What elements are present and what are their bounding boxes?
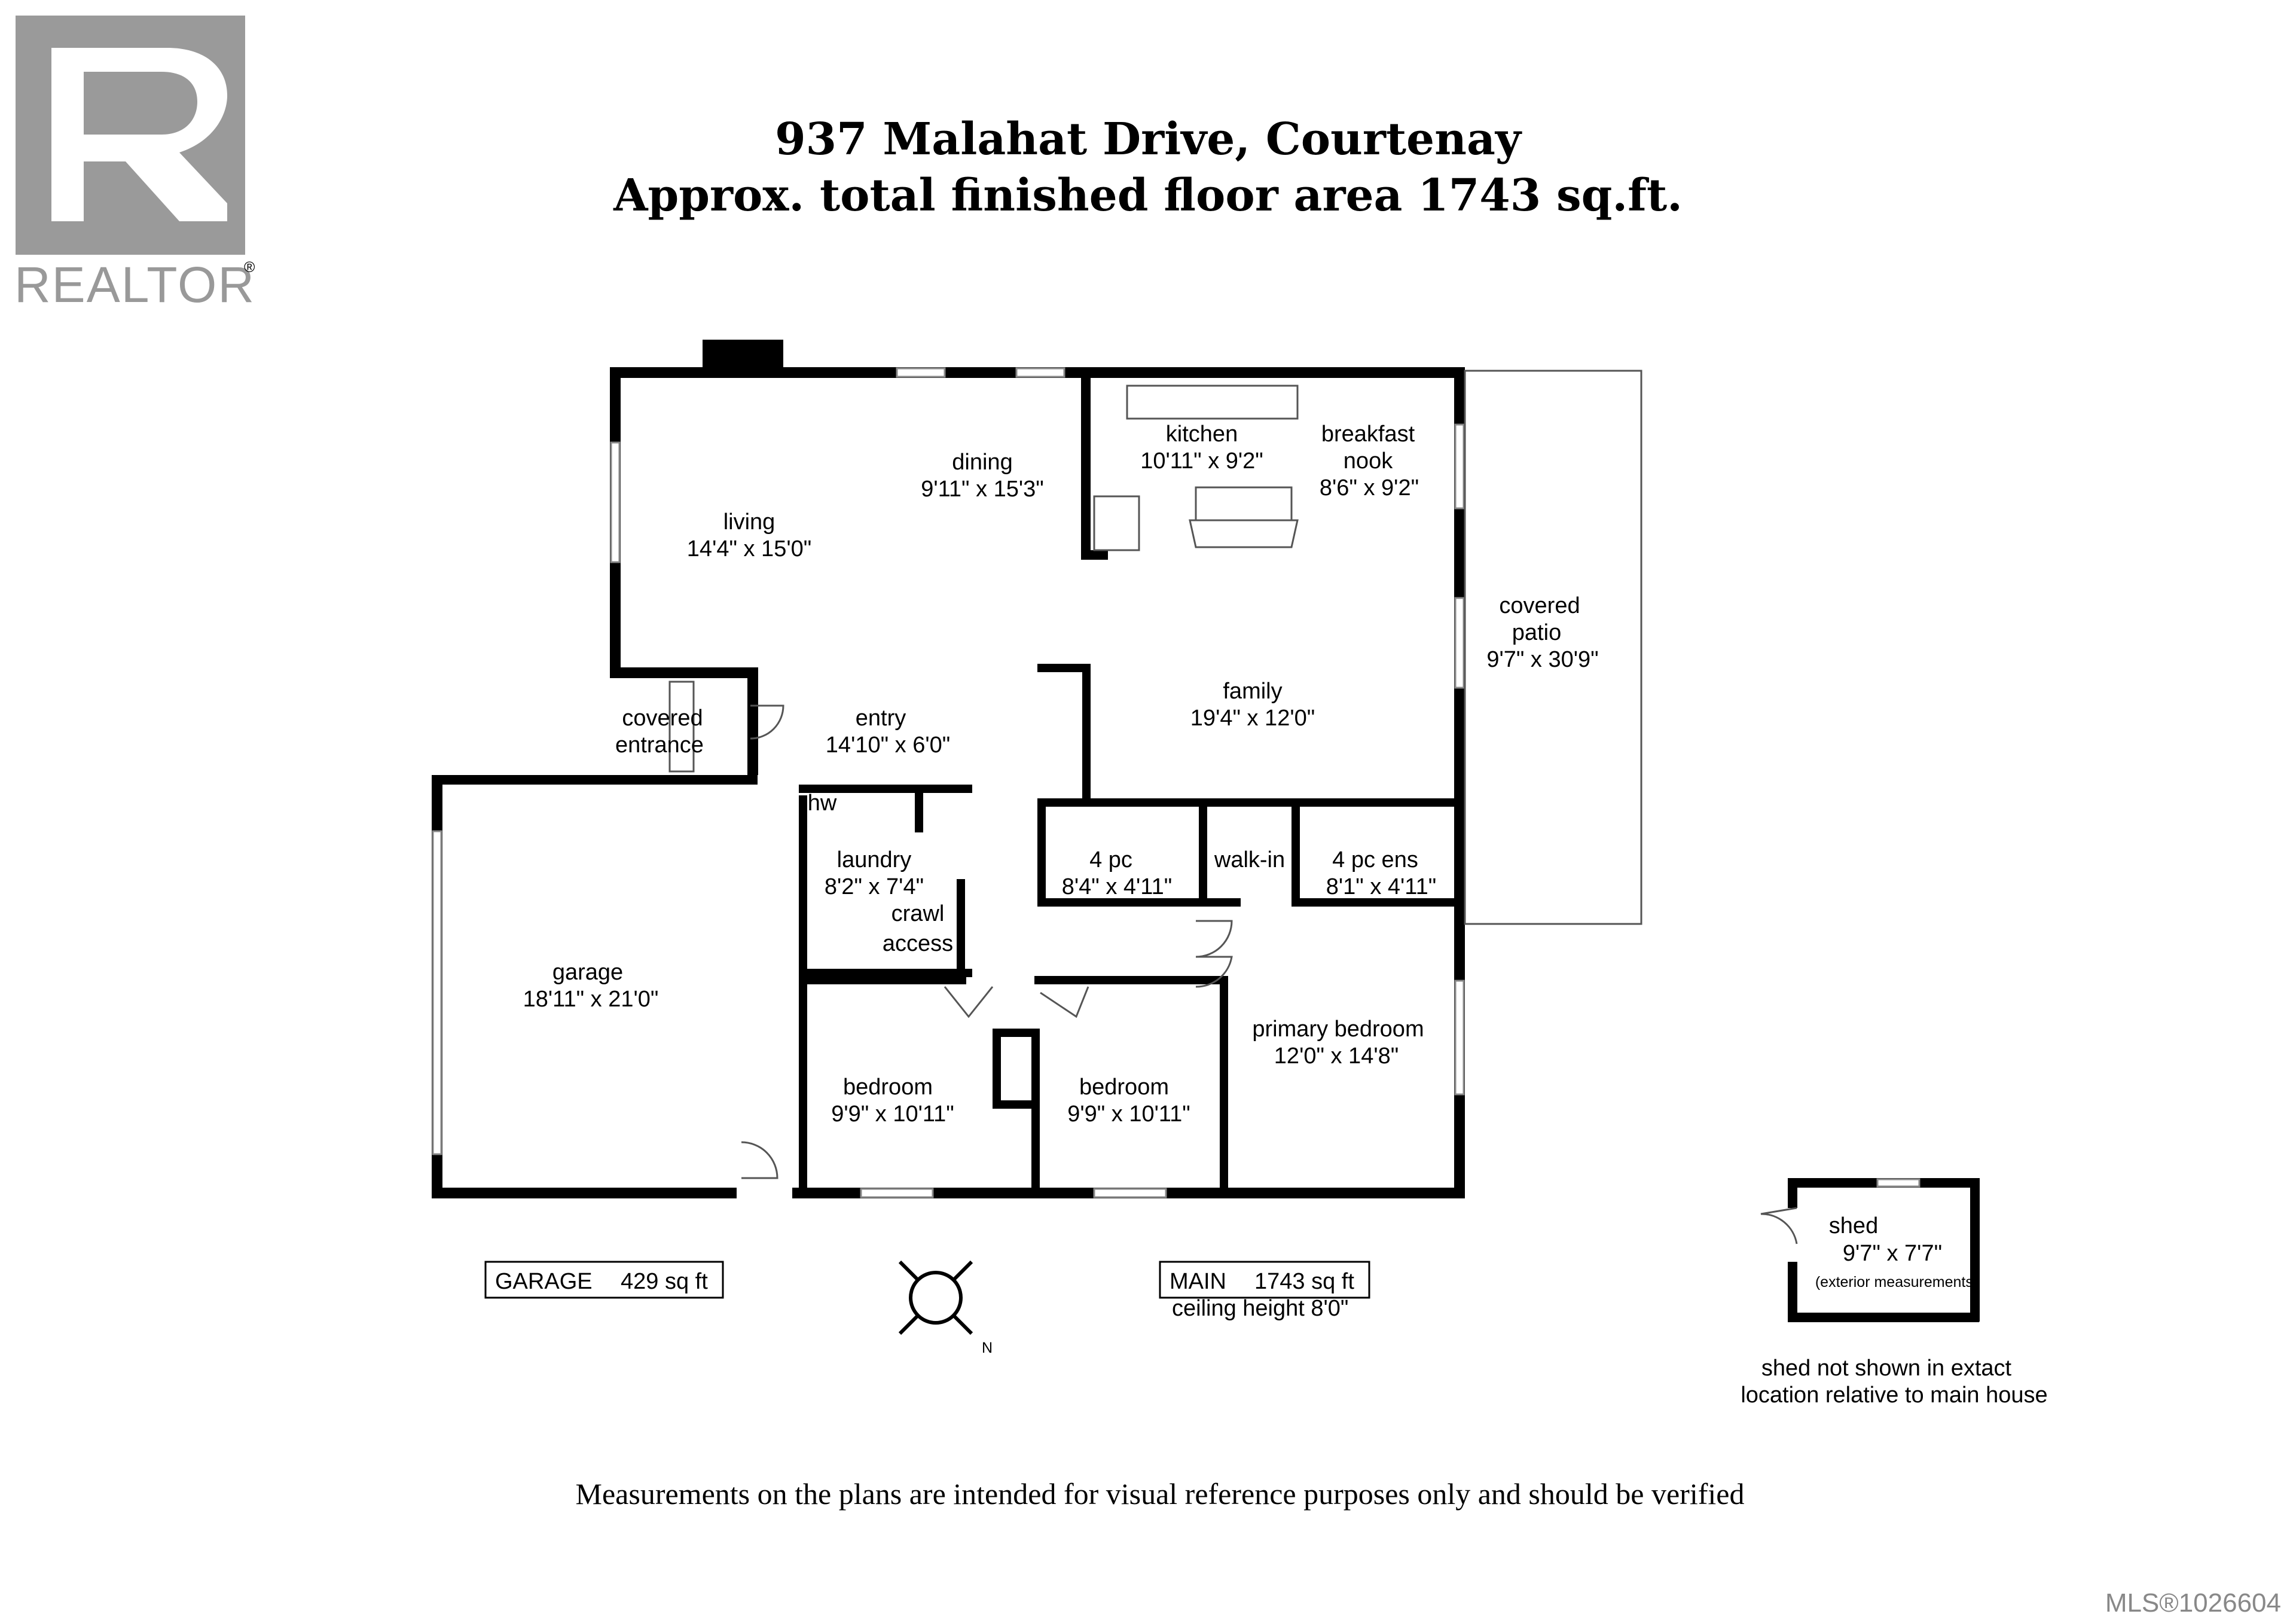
realtor-logo: REALTOR ® [14, 16, 255, 313]
main-area-label: MAIN [1170, 1269, 1226, 1294]
room-primary-bedroom-size: 12'0" x 14'8" [1274, 1044, 1399, 1069]
room-kitchen-name: kitchen [1166, 422, 1238, 447]
garage-area-label: GARAGE [495, 1269, 593, 1294]
room-living-size: 14'4" x 15'0" [687, 536, 811, 562]
room-kitchen-size: 10'11" x 9'2" [1140, 449, 1263, 474]
room-walk-in-name: walk-in [1214, 847, 1285, 872]
room-covered-entrance-name2: entrance [615, 733, 704, 758]
room-ensuite-name: 4 pc ens [1332, 847, 1418, 872]
room-garage-size: 18'11" x 21'0" [523, 987, 659, 1012]
room-crawl-name2: access [883, 931, 953, 956]
room-dining-name: dining [952, 450, 1012, 475]
room-covered-patio-size: 9'7" x 30'9" [1486, 647, 1598, 672]
room-garage-name: garage [552, 960, 623, 985]
address-title: 937 Malahat Drive, Courtenay [775, 114, 1522, 165]
room-4pc-size: 8'4" x 4'11" [1062, 874, 1172, 899]
registered-mark: ® [244, 259, 255, 276]
garage-area-value: 429 sq ft [621, 1269, 708, 1294]
ceiling-height: ceiling height 8'0" [1172, 1296, 1348, 1321]
room-entry-name: entry [856, 706, 906, 731]
windows [432, 367, 1465, 1198]
room-breakfast-size: 8'6" x 9'2" [1320, 475, 1419, 501]
room-covered-entrance-name: covered [622, 706, 703, 731]
room-covered-patio-name: covered [1499, 593, 1580, 618]
walls [432, 340, 1465, 1198]
room-primary-bedroom-name: primary bedroom [1252, 1017, 1424, 1042]
realtor-wordmark: REALTOR [14, 257, 255, 313]
room-ensuite-size: 8'1" x 4'11" [1326, 874, 1436, 899]
room-hw-name: hw [808, 791, 837, 816]
room-bedroom-1-name: bedroom [843, 1075, 933, 1100]
room-dining-size: 9'11" x 15'3" [921, 477, 1044, 502]
room-bedroom-1-size: 9'9" x 10'11" [831, 1102, 954, 1127]
covered-patio-outline [1464, 370, 1642, 925]
room-family-name: family [1223, 679, 1282, 704]
main-area-value: 1743 sq ft [1254, 1269, 1354, 1294]
room-breakfast-name: breakfast [1321, 422, 1415, 447]
room-shed-size: 9'7" x 7'7" [1843, 1241, 1942, 1266]
door-swings [741, 704, 1233, 1179]
covered-entrance-outline [668, 681, 695, 773]
shed-plan: shed 9'7" x 7'7" (exterior measurements) [1760, 1178, 1980, 1322]
room-living-name: living [723, 510, 775, 535]
room-family-size: 19'4" x 12'0" [1190, 706, 1315, 731]
shed-note-line2: location relative to main house [1741, 1383, 2047, 1408]
room-4pc-name: 4 pc [1089, 847, 1132, 872]
room-laundry-size: 8'2" x 7'4" [825, 874, 924, 899]
mls-number: MLS®1026604 [2105, 1588, 2281, 1618]
room-bedroom-2-size: 9'9" x 10'11" [1067, 1102, 1190, 1127]
room-labels: living 14'4" x 15'0" dining 9'11" x 15'3… [523, 422, 1599, 1127]
kitchen-fixtures [1093, 385, 1299, 551]
main-area-box: MAIN 1743 sq ft ceiling height 8'0" [1159, 1261, 1370, 1321]
disclaimer: Measurements on the plans are intended f… [576, 1477, 1745, 1511]
room-breakfast-name2: nook [1344, 449, 1393, 474]
room-entry-size: 14'10" x 6'0" [826, 733, 950, 758]
area-title: Approx. total finished floor area 1743 s… [613, 170, 1683, 221]
room-crawl-name: crawl [891, 901, 945, 926]
room-shed-name: shed [1829, 1213, 1878, 1238]
room-shed-note: (exterior measurements) [1815, 1274, 1978, 1291]
garage-area-box: GARAGE 429 sq ft [484, 1261, 724, 1299]
compass-rose-icon: N [898, 1260, 993, 1356]
room-bedroom-2-name: bedroom [1079, 1075, 1169, 1100]
room-laundry-name: laundry [837, 847, 912, 872]
compass-north-label: N [982, 1340, 993, 1356]
room-covered-patio-name2: patio [1512, 620, 1561, 645]
realtor-r-logo-icon [16, 16, 245, 255]
shed-note-line1: shed not shown in extact [1761, 1356, 2012, 1381]
